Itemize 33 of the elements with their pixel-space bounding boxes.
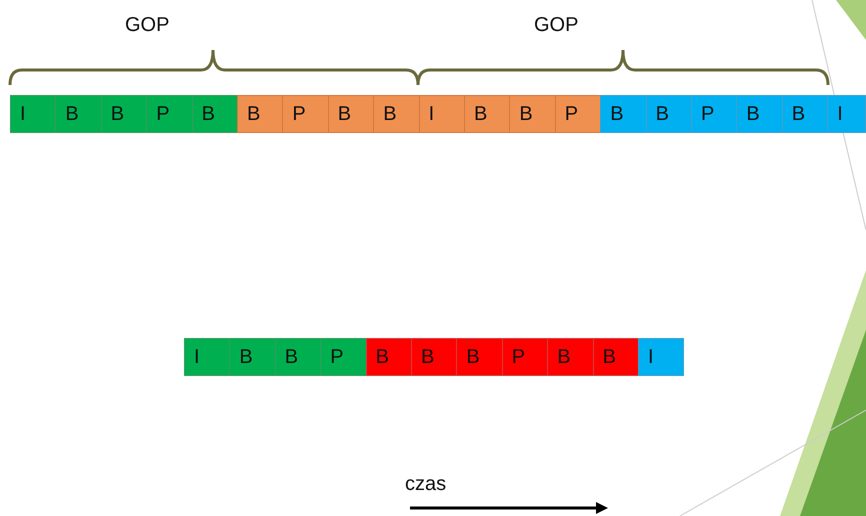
frame-cell: B (328, 95, 374, 133)
frame-cell: P (282, 95, 329, 133)
frame-cell: P (320, 338, 367, 376)
frame-cell: P (554, 95, 602, 133)
frame-cell: B (736, 95, 783, 133)
frame-cell: B (646, 95, 692, 133)
frame-cell: P (146, 95, 193, 133)
brace-label: GOP (534, 14, 578, 37)
frame-cell: I (10, 95, 56, 133)
frame-cell: B (366, 338, 412, 376)
frame-cell: B (229, 338, 276, 376)
frame-cell: B (274, 338, 322, 376)
frame-cell: B (55, 95, 102, 133)
frame-cell: I (638, 338, 684, 376)
frame-cell: B (782, 95, 828, 133)
frame-cell: P (691, 95, 738, 133)
frame-cell: P (502, 338, 548, 376)
frame-cell: B (411, 338, 458, 376)
frame-cell: B (464, 95, 510, 133)
frame-cell: B (600, 95, 647, 133)
frame-cell: I (827, 95, 866, 133)
frame-cell: B (192, 95, 238, 133)
frame-cell: B (547, 338, 594, 376)
frame-cell: B (456, 338, 503, 376)
frame-cell: B (509, 95, 556, 133)
frame-cell: I (418, 95, 465, 133)
axis-label: czas (405, 473, 446, 496)
frame-cell: B (237, 95, 284, 133)
brace-label: GOP (125, 14, 170, 37)
frame-cell: B (592, 338, 639, 376)
frame-cell: B (373, 95, 420, 133)
frame-cell: I (184, 338, 230, 376)
frame-cell: B (100, 95, 148, 133)
